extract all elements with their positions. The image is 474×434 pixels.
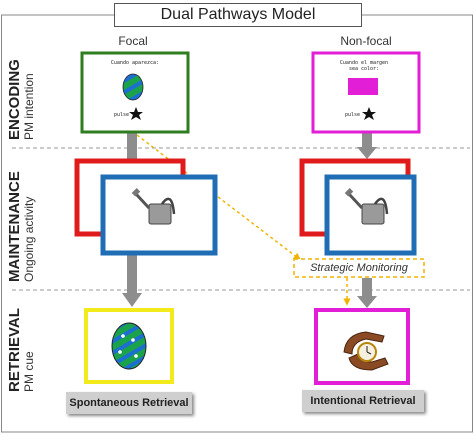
star-icon xyxy=(129,107,143,120)
wristwatch-icon xyxy=(343,331,389,371)
focal-encoding-key: pulse xyxy=(114,112,130,118)
stage-name: RETRIEVAL xyxy=(6,308,23,392)
strategic-monitoring-box xyxy=(293,258,425,278)
stage-label-encoding: ENCODING PM intention xyxy=(6,59,36,140)
stage-label-retrieval: RETRIEVAL PM cue xyxy=(6,308,36,392)
stage-name: ENCODING xyxy=(6,59,23,140)
egg-icon xyxy=(122,73,144,101)
stage-sub: Ongoing activity xyxy=(22,196,36,282)
page-title: Dual Pathways Model xyxy=(114,3,362,27)
star-icon xyxy=(362,107,376,120)
stage-sub: PM intention xyxy=(22,73,36,140)
nonfocal-retrieval-arrow xyxy=(357,278,377,308)
egg-icon xyxy=(111,322,147,370)
watering-can-icon xyxy=(131,188,176,225)
nonfocal-encoding-key: pulse xyxy=(345,112,361,118)
strategic-monitoring-label: Strategic Monitoring xyxy=(310,262,408,274)
stage-label-maintenance: MAINTENANCE Ongoing activity xyxy=(6,171,36,282)
nonfocal-encoding-text: Cuando el margen sea color: xyxy=(339,60,389,72)
focal-encoding-text: Cuando aparezca: xyxy=(110,60,160,66)
column-label-nonfocal: Non-focal xyxy=(340,34,392,48)
stage-name: MAINTENANCE xyxy=(6,171,23,282)
watering-can-icon xyxy=(344,188,389,225)
intentional-retrieval-label: Intentional Retrieval xyxy=(302,390,424,412)
nonfocal-encoding-arrow xyxy=(357,133,377,159)
column-label-focal: Focal xyxy=(118,34,148,48)
spontaneous-retrieval-label: Spontaneous Retrieval xyxy=(66,392,192,414)
magenta-square-icon xyxy=(348,78,378,95)
stage-sub: PM cue xyxy=(22,351,36,392)
monitoring-dashed-arrow xyxy=(136,134,301,261)
